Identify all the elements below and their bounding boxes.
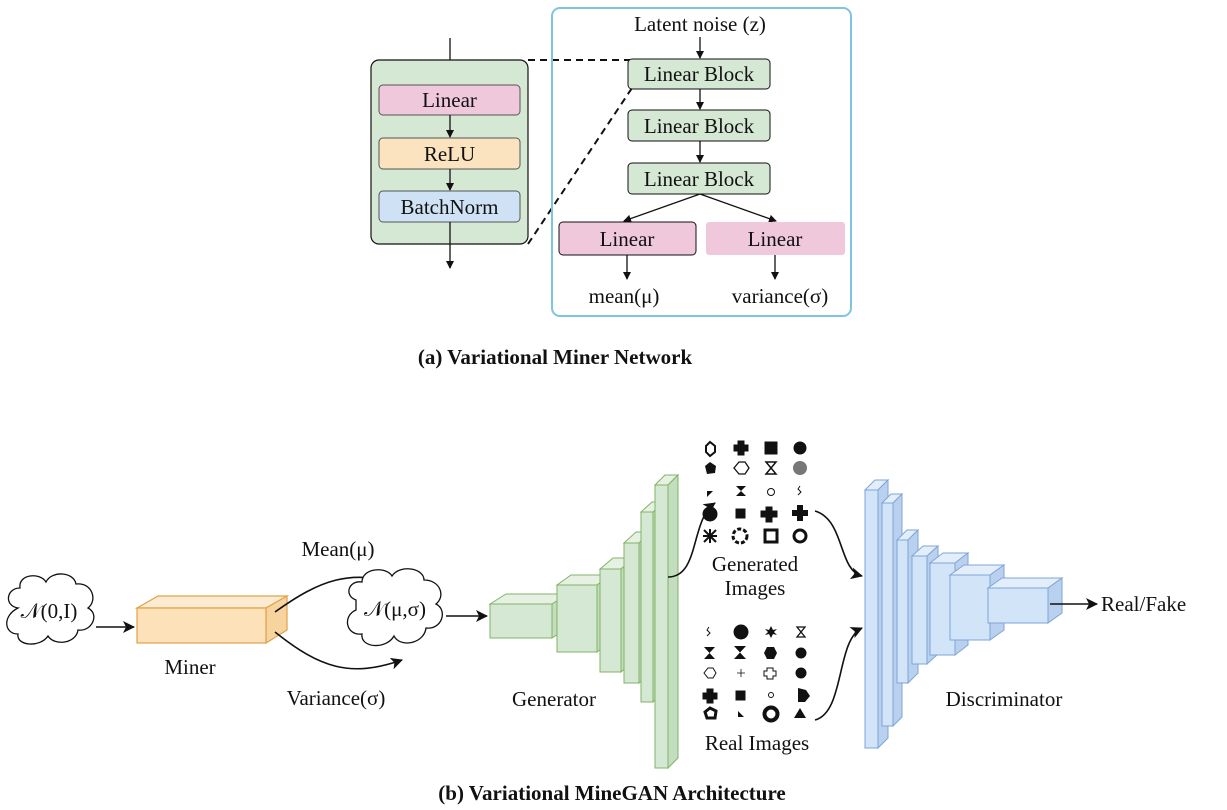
output-label: Real/Fake xyxy=(1101,592,1186,616)
generated-image xyxy=(703,529,717,543)
real-image xyxy=(734,646,746,659)
linear-block-3-label: Linear Block xyxy=(644,167,755,191)
generated-image xyxy=(797,485,802,496)
generated-image xyxy=(792,528,808,544)
generated-image xyxy=(763,528,779,544)
real-images-grid xyxy=(702,624,810,723)
relu-layer-label: ReLU xyxy=(424,142,475,166)
posterior-label: 𝒩(μ,σ) xyxy=(364,597,426,621)
prior-cloud: 𝒩(0,I) xyxy=(6,573,95,645)
variance-linear-head xyxy=(706,222,845,255)
generated-image xyxy=(793,441,807,455)
generated-image xyxy=(731,527,749,545)
real-image xyxy=(765,626,777,638)
generator-label: Generator xyxy=(512,687,596,711)
real-image xyxy=(733,624,749,640)
generated-image xyxy=(767,488,775,496)
linear-block-1-label: Linear Block xyxy=(644,62,755,86)
real-images-label: Real Images xyxy=(705,731,809,755)
panel-b-caption: (b) Variational MineGAN Architecture xyxy=(438,781,785,805)
real-image xyxy=(795,667,807,679)
real-image xyxy=(795,626,807,638)
generated-image xyxy=(792,505,808,521)
linear-block-2-label: Linear Block xyxy=(644,114,755,138)
real-image xyxy=(764,647,777,659)
real-image xyxy=(702,688,718,704)
variational-miner-network: Latent noise (z) Linear Block Linear Blo… xyxy=(551,7,852,317)
generated-image xyxy=(764,461,778,475)
generated-to-discriminator-arrow xyxy=(814,510,863,580)
linear-block-2 xyxy=(627,109,771,142)
generated-image xyxy=(736,486,746,496)
variance-label: Variance(σ) xyxy=(287,686,386,710)
generated-images-label-line2: Images xyxy=(725,576,786,600)
variance-linear-label: Linear xyxy=(748,227,803,251)
variance-output-label: variance(σ) xyxy=(732,284,828,308)
posterior-cloud: 𝒩(μ,σ) xyxy=(346,568,443,647)
generated-images-grid xyxy=(702,440,808,545)
linear-block-1 xyxy=(627,58,771,90)
real-image xyxy=(735,690,746,701)
mean-linear-label: Linear xyxy=(600,227,655,251)
mean-label: Mean(μ) xyxy=(301,537,374,561)
real-image xyxy=(703,706,718,720)
posterior-cloud-shape xyxy=(346,568,443,647)
generated-image xyxy=(702,506,718,522)
generated-image xyxy=(735,508,746,519)
discriminator xyxy=(863,478,1064,750)
network-panel-border xyxy=(551,7,852,317)
linear-layer-label: Linear xyxy=(422,88,477,112)
batchnorm-layer-label: BatchNorm xyxy=(401,195,499,219)
real-image xyxy=(794,708,806,718)
real-image xyxy=(763,667,777,680)
real-image xyxy=(703,667,717,679)
real-image xyxy=(798,688,810,702)
generator xyxy=(488,473,680,770)
discriminator-label: Discriminator xyxy=(946,687,1063,711)
generated-image xyxy=(705,462,716,474)
miner-box xyxy=(134,594,290,645)
real-image xyxy=(795,647,807,659)
generated-images-label-line1: Generated xyxy=(712,552,799,576)
real-image xyxy=(737,669,745,677)
zoom-line-bottom xyxy=(527,87,633,245)
panel-b: 𝒩(0,I) Miner Mean(μ) Variance(σ) 𝒩(μ,σ) xyxy=(6,440,1186,805)
mean-output-label: mean(μ) xyxy=(589,284,660,308)
generated-image xyxy=(760,506,778,523)
linear-block-detail: Linear ReLU BatchNorm xyxy=(370,38,633,269)
generated-image xyxy=(707,491,713,497)
variance-arrow xyxy=(274,631,403,670)
prior-cloud-shape xyxy=(6,573,95,645)
generated-image xyxy=(793,461,807,475)
real-image xyxy=(704,647,715,659)
panel-a-caption: (a) Variational Miner Network xyxy=(418,345,693,369)
panel-a: Linear ReLU BatchNorm Latent noise (z) L… xyxy=(370,7,852,369)
generated-image xyxy=(764,441,778,455)
miner-label: Miner xyxy=(164,655,215,679)
real-image xyxy=(768,692,774,698)
prior-label: 𝒩(0,I) xyxy=(21,599,78,623)
real-image xyxy=(762,705,780,723)
generated-image xyxy=(733,440,749,456)
real-image xyxy=(738,711,744,717)
generated-image xyxy=(733,461,750,475)
real-image xyxy=(706,626,711,637)
real-to-discriminator-arrow xyxy=(814,627,863,721)
generated-image xyxy=(705,440,716,458)
latent-noise-label: Latent noise (z) xyxy=(634,12,766,36)
